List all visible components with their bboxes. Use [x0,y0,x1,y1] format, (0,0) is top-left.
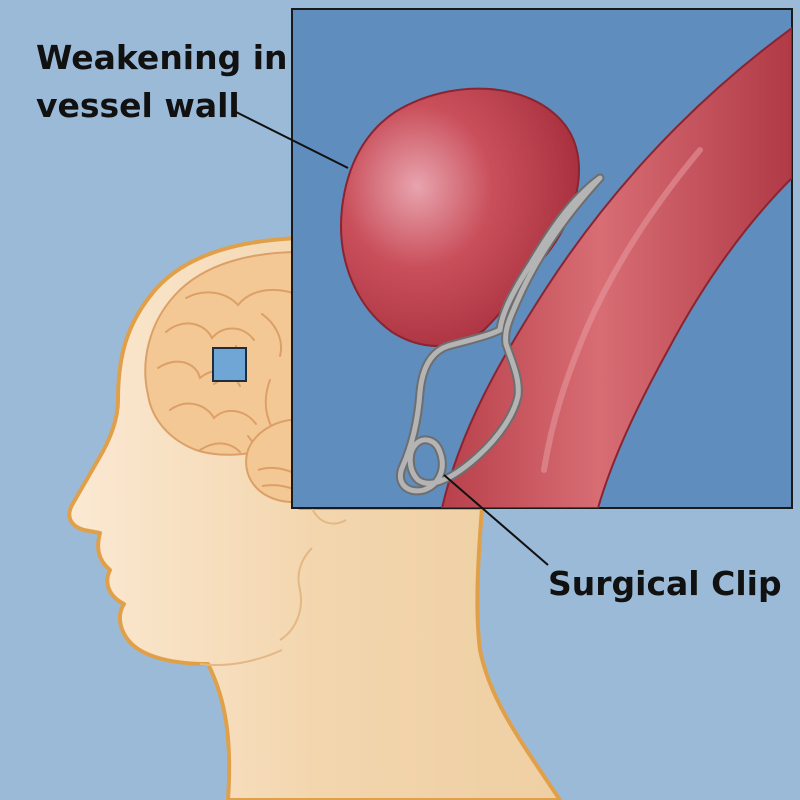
weakening-label-line1: Weakening in [36,38,288,77]
weakening-label-line2: vessel wall [36,86,240,125]
aneurysm-location-marker [212,347,247,382]
surgical-clip-label: Surgical Clip [548,564,782,603]
clip-leader-line [443,474,549,566]
inset-panel [291,8,793,509]
weakening-leader-line [231,109,349,169]
surgical-clip-icon [396,173,605,496]
weakening-label: Weakening in vessel wall [36,34,288,130]
